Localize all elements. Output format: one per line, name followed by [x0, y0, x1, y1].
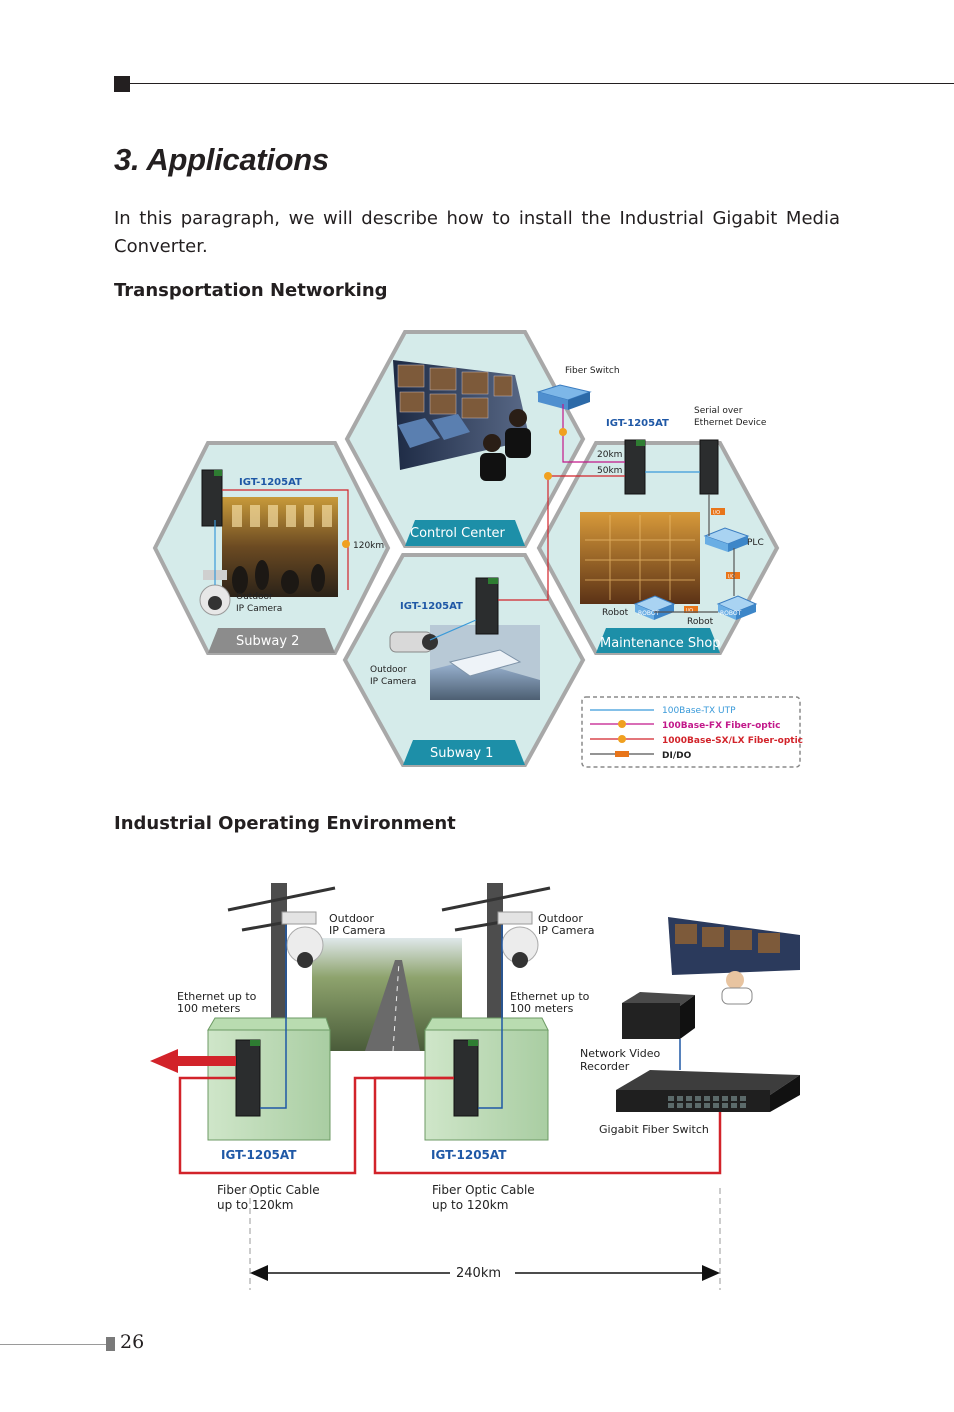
ind-cam2-line2: IP Camera: [538, 924, 595, 937]
serial-device-icon: [699, 439, 719, 495]
transport-heading: Transportation Networking: [114, 280, 388, 301]
ind-fiber1-line2: up to 120km: [217, 1198, 293, 1212]
ind-cam2-line1: Outdoor: [538, 912, 583, 925]
subway1-label: Subway 1: [430, 746, 493, 761]
igt-device-icon: [201, 469, 223, 527]
ind-fiber2-line2: up to 120km: [432, 1198, 508, 1212]
transport-legend: [581, 696, 801, 768]
outdoor-cabinet: [424, 1029, 549, 1141]
serial-label-line1: Serial over: [694, 406, 743, 416]
dome-camera-icon: [497, 911, 539, 968]
subway2-label: Subway 2: [236, 634, 299, 649]
camera-s1-line1: Outdoor: [370, 665, 407, 675]
arrow-left-icon: [250, 1265, 268, 1281]
hex-maintenance: [536, 439, 780, 655]
maintenance-label: Maintenance Shop: [600, 636, 721, 651]
link-node: [342, 540, 350, 548]
legend-sxlx: 1000Base-SX/LX Fiber-optic: [662, 736, 803, 746]
utility-pole: [487, 883, 503, 1023]
legend-utp: 100Base-TX UTP: [662, 706, 736, 716]
dome-camera-icon: [281, 911, 324, 968]
operator-icon: [721, 971, 753, 1005]
industrial-heading: Industrial Operating Environment: [114, 813, 456, 834]
igt-device-icon: [453, 1039, 479, 1117]
utility-pole: [271, 883, 287, 1023]
plc-label: PLC: [747, 538, 764, 548]
robot-label-right: Robot: [687, 617, 714, 627]
igt-label-control: IGT-1205AT: [606, 418, 669, 429]
gigabit-switch-icon: [616, 1070, 800, 1112]
ind-distance-label: 240km: [456, 1266, 501, 1281]
operator-icon: [505, 409, 531, 458]
outdoor-cabinet: [207, 1029, 331, 1141]
igt-device-icon: [475, 577, 499, 635]
robot-badge-right: ROBOT: [720, 610, 742, 617]
ind-fiber2-line1: Fiber Optic Cable: [432, 1183, 535, 1197]
header-square: [114, 76, 130, 92]
legend-fx: 100Base-FX Fiber-optic: [662, 721, 780, 731]
robot-icon: [716, 595, 758, 620]
ind-eth2-line1: Ethernet up to: [510, 990, 590, 1003]
footer-rule: [0, 1344, 106, 1345]
ind-nvr-line2: Recorder: [580, 1060, 630, 1073]
io-badge: I/O: [728, 574, 735, 580]
igt-device-icon: [624, 439, 646, 495]
igt-device-icon: [235, 1039, 261, 1117]
ind-switch-label: Gigabit Fiber Switch: [599, 1123, 709, 1136]
legend-dido: DI/DO: [662, 751, 692, 761]
arrow-left-icon: [150, 1049, 236, 1073]
header-rule: [130, 83, 954, 84]
ind-eth2-line2: 100 meters: [510, 1002, 574, 1015]
plc-icon: [703, 527, 750, 552]
ind-eth1-line2: 100 meters: [177, 1002, 241, 1015]
control-center-label: Control Center: [410, 526, 506, 541]
bullet-camera-icon: [389, 631, 438, 653]
intro-paragraph: In this paragraph, we will describe how …: [114, 208, 840, 257]
ind-igt1-label: IGT-1205AT: [221, 1148, 297, 1162]
ind-eth1-line1: Ethernet up to: [177, 990, 257, 1003]
hex-control-center: [344, 330, 592, 548]
arrow-right-icon: [702, 1265, 720, 1281]
ind-cam1-line1: Outdoor: [329, 912, 374, 925]
ind-igt2-label: IGT-1205AT: [431, 1148, 507, 1162]
igt-label-subway1: IGT-1205AT: [400, 601, 463, 612]
link-node: [559, 428, 567, 436]
ind-nvr-line1: Network Video: [580, 1047, 661, 1060]
nvr-icon: [622, 992, 695, 1039]
camera-s2-line1: Outdoor: [236, 592, 273, 602]
igt-label-subway2: IGT-1205AT: [239, 477, 302, 488]
page-title: 3. Applications: [114, 142, 329, 177]
robot-badge-left: ROBOT: [638, 610, 660, 617]
serial-label-line2: Ethernet Device: [694, 418, 767, 428]
distance-20km: 20km: [597, 450, 622, 460]
transport-links: [214, 404, 735, 641]
fiber-switch-label: Fiber Switch: [565, 366, 620, 376]
distance-120km: 120km: [353, 541, 384, 551]
distance-50km: 50km: [597, 466, 622, 476]
footer-square: [106, 1337, 115, 1351]
camera-s1-line2: IP Camera: [370, 677, 416, 687]
page-number: 26: [120, 1331, 145, 1353]
hex-subway2: [152, 441, 391, 655]
robot-label-left: Robot: [602, 608, 629, 618]
link-node: [544, 472, 552, 480]
io-badge: I/O: [686, 608, 693, 614]
ind-cam1-line2: IP Camera: [329, 924, 386, 937]
io-badge: I/O: [713, 510, 720, 516]
ind-fiber1-line1: Fiber Optic Cable: [217, 1183, 320, 1197]
camera-s2-line2: IP Camera: [236, 604, 282, 614]
operator-icon: [480, 434, 506, 481]
industrial-diagram: [150, 883, 800, 1290]
hex-subway1: [342, 553, 586, 767]
